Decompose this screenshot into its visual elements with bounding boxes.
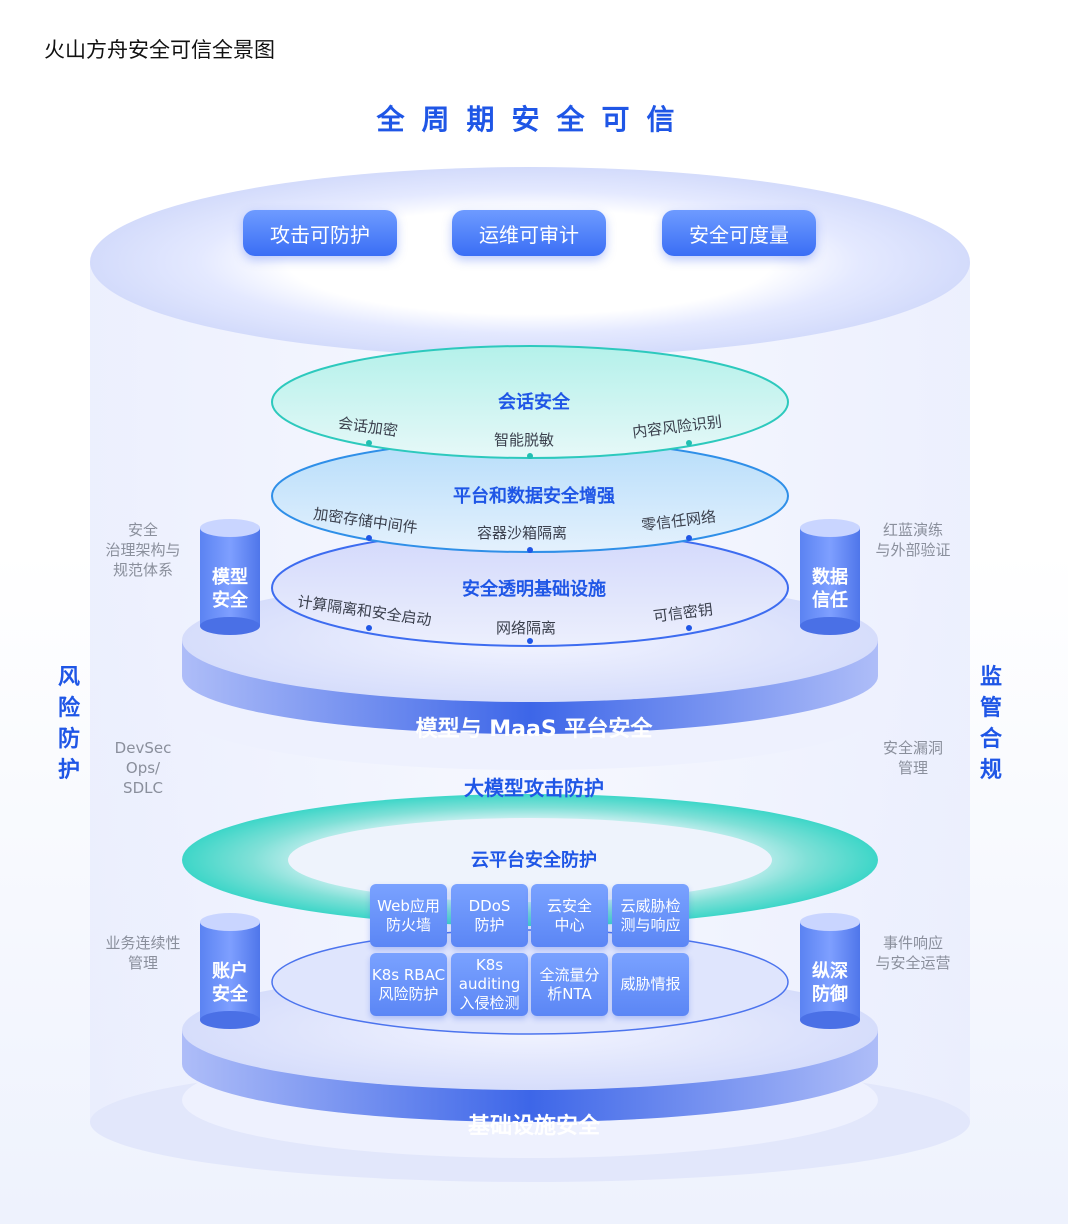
model-security-cylinder: 模型 安全 bbox=[199, 566, 261, 612]
label-line: 业务连续性 bbox=[105, 934, 181, 952]
tile-line: 入侵检测 bbox=[459, 994, 520, 1012]
left-side-title: 风险防护 bbox=[49, 662, 89, 786]
tile-threat-intel: 威胁情报 bbox=[612, 953, 689, 1016]
tile-line: auditing bbox=[458, 975, 521, 993]
pill-attack-protection: 攻击可防护 bbox=[243, 210, 397, 256]
tile-line: Web应用 bbox=[377, 896, 440, 915]
tile-nta: 全流量分析NTA bbox=[531, 953, 608, 1016]
cylinder-line: 信任 bbox=[812, 590, 848, 611]
layer-infra-item: 网络隔离 bbox=[496, 619, 557, 637]
tile-line: 中心 bbox=[554, 915, 585, 934]
right-label-redblue: 红蓝演练 与外部验证 bbox=[848, 520, 978, 560]
cylinder-line: 安全 bbox=[212, 984, 248, 1005]
left-side-text: 风险防护 bbox=[57, 665, 80, 783]
cylinder-line: 模型 bbox=[212, 567, 248, 588]
label-line: 与安全运营 bbox=[875, 954, 951, 972]
tile-threat-detection: 云威胁检测与响应 bbox=[612, 884, 689, 947]
layer-platform-item: 容器沙箱隔离 bbox=[477, 524, 568, 542]
cylinder-line: 账户 bbox=[212, 961, 248, 982]
cylinder-shapes bbox=[200, 519, 860, 1029]
label-line: 管理 bbox=[897, 759, 928, 777]
label-line: 规范体系 bbox=[112, 561, 173, 579]
layer-session-item: 智能脱敏 bbox=[494, 431, 555, 449]
account-security-cylinder: 账户 安全 bbox=[199, 960, 261, 1006]
label-line: 管理 bbox=[127, 954, 158, 972]
tile-cloud-security-center: 云安全中心 bbox=[531, 884, 608, 947]
tile-line: 防火墙 bbox=[385, 915, 431, 934]
tile-line: 威胁情报 bbox=[620, 975, 681, 993]
left-label-continuity: 业务连续性 管理 bbox=[78, 933, 208, 973]
upper-band-label: 模型与 MaaS 平台安全 bbox=[415, 717, 653, 742]
page-title: 火山方舟安全可信全景图 bbox=[44, 38, 275, 62]
label-line: 安全漏洞 bbox=[882, 739, 943, 757]
data-trust-cylinder: 数据 信任 bbox=[799, 566, 861, 612]
tile-waf: Web应用防火墙 bbox=[370, 884, 447, 947]
main-title: 全周期安全可信 bbox=[376, 103, 692, 136]
tile-line: 云威胁检 bbox=[620, 896, 681, 915]
tile-line: DDoS bbox=[468, 896, 511, 915]
label-line: 红蓝演练 bbox=[882, 521, 943, 539]
cloud-platform-title: 云平台安全防护 bbox=[471, 850, 597, 871]
cylinder-line: 纵深 bbox=[812, 961, 848, 982]
right-side-title: 监管合规 bbox=[971, 662, 1011, 786]
tile-line: 云安全 bbox=[546, 896, 592, 915]
tile-line: K8s RBAC bbox=[371, 965, 446, 984]
pill-measurable: 安全可度量 bbox=[662, 210, 816, 256]
left-label-devsecops: DevSec Ops/ SDLC bbox=[78, 738, 208, 798]
layer-session-title: 会话安全 bbox=[498, 392, 570, 413]
cylinder-line: 防御 bbox=[812, 984, 848, 1005]
right-side-text: 监管合规 bbox=[979, 665, 1002, 783]
right-label-vuln: 安全漏洞 管理 bbox=[848, 738, 978, 778]
tile-line: 风险防护 bbox=[378, 984, 439, 1003]
label-line: 治理架构与 bbox=[105, 541, 181, 559]
cylinder-line: 数据 bbox=[812, 567, 848, 588]
label-line: SDLC bbox=[123, 779, 163, 797]
tile-line: 析NTA bbox=[547, 984, 592, 1003]
tile-line: K8s bbox=[475, 956, 504, 974]
pill-ops-audit: 运维可审计 bbox=[452, 210, 606, 256]
llm-attack-protection-title: 大模型攻击防护 bbox=[464, 776, 604, 800]
label-line: 安全 bbox=[127, 521, 158, 539]
label-line: Ops/ bbox=[125, 759, 161, 777]
tile-line: 防护 bbox=[474, 915, 505, 934]
left-label-governance: 安全 治理架构与 规范体系 bbox=[78, 520, 208, 580]
lower-band-label: 基础设施安全 bbox=[467, 1114, 600, 1139]
layer-infra-title: 安全透明基础设施 bbox=[462, 579, 606, 600]
label-line: 事件响应 bbox=[882, 934, 943, 952]
tile-line: 全流量分 bbox=[539, 965, 600, 984]
defense-in-depth-cylinder: 纵深 防御 bbox=[799, 960, 861, 1006]
label-line: 与外部验证 bbox=[875, 541, 951, 559]
layer-platform-title: 平台和数据安全增强 bbox=[453, 486, 615, 507]
right-label-incident: 事件响应 与安全运营 bbox=[848, 933, 978, 973]
tile-line: 测与响应 bbox=[620, 915, 681, 934]
cylinder-line: 安全 bbox=[212, 590, 248, 611]
label-line: DevSec bbox=[114, 739, 172, 757]
